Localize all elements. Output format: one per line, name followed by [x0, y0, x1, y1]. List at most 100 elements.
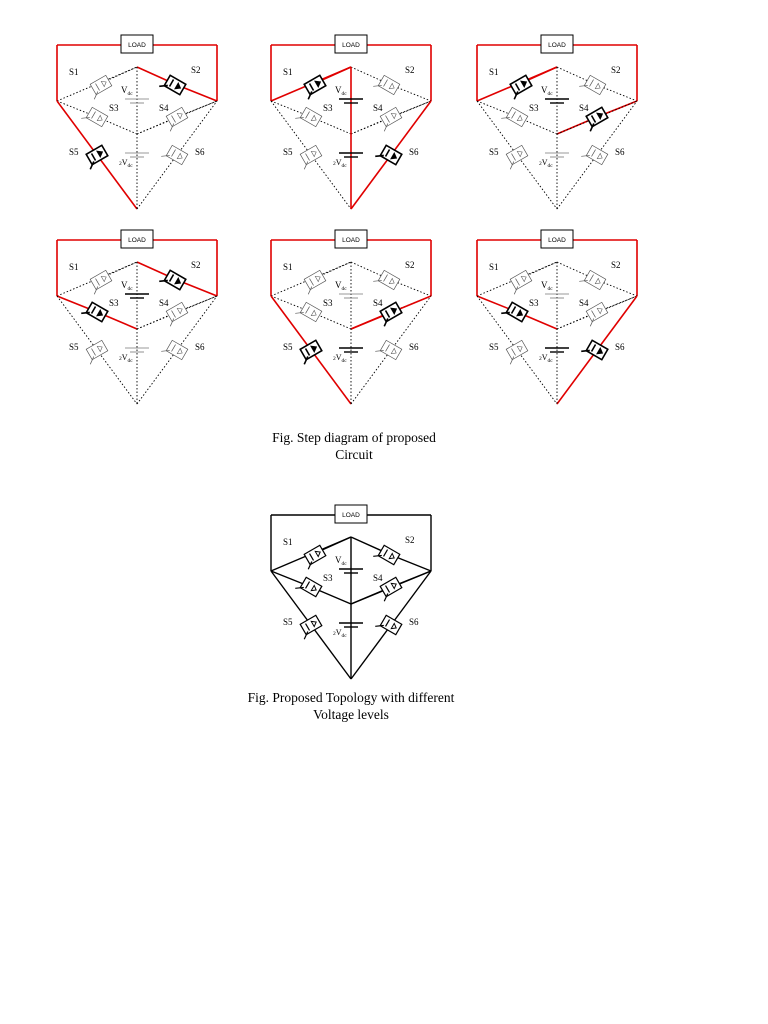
- load-label: LOAD: [342, 42, 360, 49]
- vdc-label: Vdc: [541, 280, 553, 292]
- wire-s2-to-center: [556, 66, 598, 86]
- wire-s6-to-bottom: [136, 349, 178, 405]
- label-s5: S5: [69, 147, 79, 157]
- vdc-label: Vdc: [121, 85, 133, 97]
- wire-s5-to-bottom: [96, 349, 138, 405]
- vdc-label: Vdc: [335, 85, 347, 97]
- vdc-label: Vdc: [121, 280, 133, 292]
- topology-caption: Fig. Proposed Topology with different Vo…: [151, 689, 551, 723]
- wire-right-lower: [176, 100, 218, 156]
- 2vdc-label: 2Vdc: [119, 353, 133, 364]
- label-s5: S5: [489, 342, 499, 352]
- label-s2: S2: [191, 65, 201, 75]
- wire-s5-to-bottom: [516, 349, 558, 405]
- step-caption-line-1: Fig. Step diagram of proposed: [272, 430, 436, 445]
- load-label: LOAD: [548, 237, 566, 244]
- switch-s2: [159, 74, 187, 96]
- label-s3: S3: [323, 573, 333, 583]
- label-s4: S4: [579, 298, 589, 308]
- label-s6: S6: [409, 147, 419, 157]
- source-2vdc: [339, 347, 363, 353]
- label-s3: S3: [323, 298, 333, 308]
- 2vdc-label: 2Vdc: [333, 158, 347, 169]
- wire-left-lower: [476, 295, 518, 351]
- label-s6: S6: [615, 147, 625, 157]
- switch-s6: [375, 339, 403, 361]
- wire-s5-to-bottom: [310, 349, 352, 405]
- switch-s4: [165, 106, 189, 132]
- wire-s6-to-bottom: [556, 154, 598, 210]
- vdc-label: Vdc: [335, 280, 347, 292]
- label-s6: S6: [409, 342, 419, 352]
- label-s5: S5: [69, 342, 79, 352]
- switch-s4: [585, 106, 609, 132]
- label-s4: S4: [373, 573, 383, 583]
- source-vdc: [545, 293, 569, 299]
- load-box: [540, 34, 574, 54]
- label-s1: S1: [283, 537, 293, 547]
- switch-s1: [509, 74, 533, 100]
- switch-s6: [161, 144, 189, 166]
- load-label: LOAD: [342, 237, 360, 244]
- label-s3: S3: [323, 103, 333, 113]
- switch-s4: [379, 576, 403, 602]
- load-label: LOAD: [342, 512, 360, 519]
- label-s1: S1: [283, 262, 293, 272]
- 2vdc-label: 2Vdc: [539, 353, 553, 364]
- label-s4: S4: [159, 103, 169, 113]
- load-box: [334, 34, 368, 54]
- switch-s3: [295, 106, 323, 128]
- wire-s6-to-bottom: [350, 349, 392, 405]
- switch-s3: [501, 301, 529, 323]
- wire-s5-to-bottom: [96, 154, 138, 210]
- switch-s5: [299, 339, 323, 365]
- label-s2: S2: [405, 65, 415, 75]
- switch-s5: [505, 339, 529, 365]
- wire-s5-to-bottom: [516, 154, 558, 210]
- label-s1: S1: [489, 262, 499, 272]
- wire-s6-to-bottom: [350, 624, 392, 680]
- label-s5: S5: [283, 147, 293, 157]
- label-s3: S3: [529, 103, 539, 113]
- wire-s5-to-bottom: [310, 154, 352, 210]
- label-s4: S4: [373, 103, 383, 113]
- 2vdc-label: 2Vdc: [333, 353, 347, 364]
- switch-s2: [579, 269, 607, 291]
- load-box: [334, 229, 368, 249]
- wire-s5-to-bottom: [310, 624, 352, 680]
- step-caption-line-2: Circuit: [335, 447, 373, 462]
- switch-s3: [81, 106, 109, 128]
- label-s3: S3: [529, 298, 539, 308]
- label-s2: S2: [191, 260, 201, 270]
- vdc-label: Vdc: [541, 85, 553, 97]
- label-s6: S6: [615, 342, 625, 352]
- switch-s1: [303, 74, 327, 100]
- label-s3: S3: [109, 103, 119, 113]
- wire-s6-to-bottom: [350, 154, 392, 210]
- switch-s3: [295, 576, 323, 598]
- wire-right-lower: [596, 295, 638, 351]
- source-2vdc: [125, 152, 149, 158]
- source-2vdc: [339, 152, 363, 158]
- source-vdc: [125, 293, 149, 299]
- switch-s1: [89, 269, 113, 295]
- label-s5: S5: [489, 147, 499, 157]
- switch-s4: [379, 106, 403, 132]
- label-s6: S6: [195, 147, 205, 157]
- wire-left-lower: [270, 295, 312, 351]
- wire-left-lower: [270, 100, 312, 156]
- switch-s1: [303, 269, 327, 295]
- load-box: [120, 34, 154, 54]
- switch-s3: [501, 106, 529, 128]
- switch-s6: [375, 614, 403, 636]
- wire-right-lower: [390, 100, 432, 156]
- load-box: [120, 229, 154, 249]
- label-s6: S6: [409, 617, 419, 627]
- switch-s4: [379, 301, 403, 327]
